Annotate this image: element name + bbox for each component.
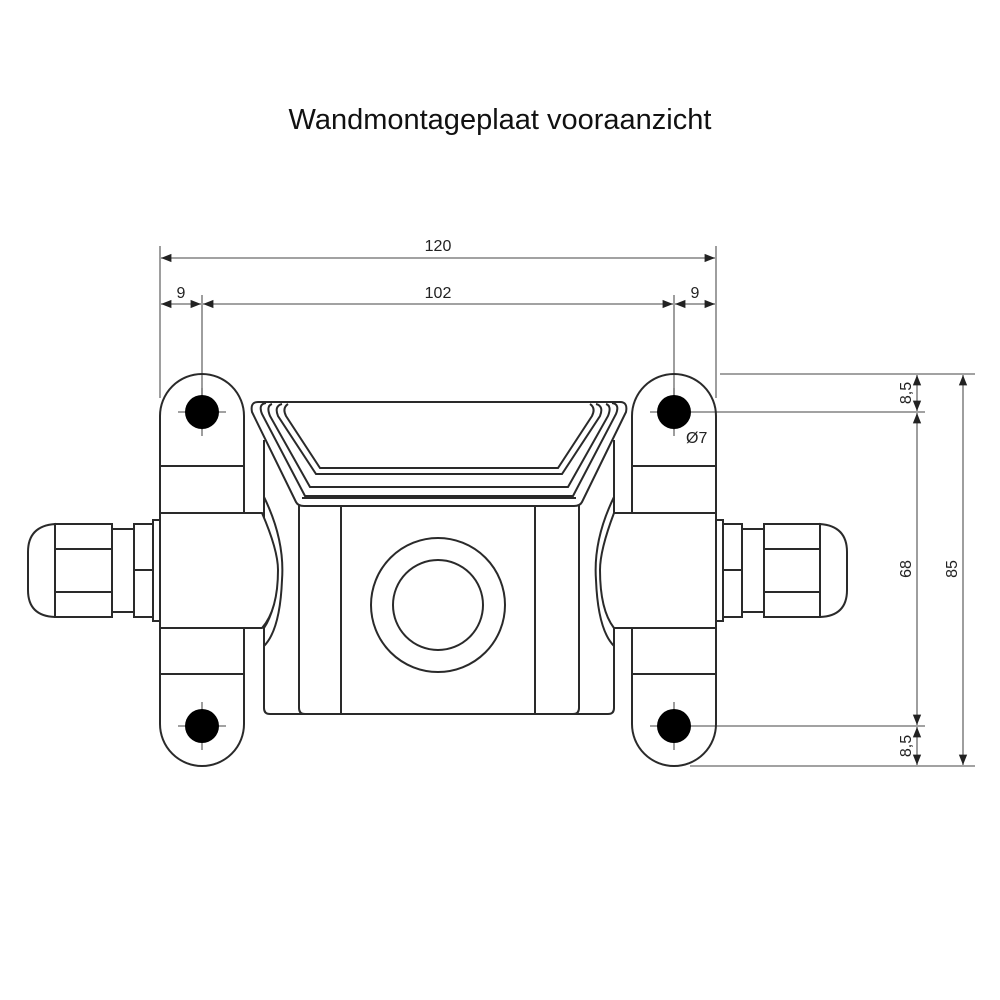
hole-bottom-left — [178, 702, 226, 750]
right-cable-gland — [715, 519, 848, 622]
drawing-title: Wandmontageplaat vooraanzicht — [288, 104, 712, 136]
dimension-hole-spacing-width: 102 — [425, 285, 452, 302]
dimension-overall-height: 85 — [944, 560, 961, 578]
hole-bottom-right — [650, 702, 691, 750]
dimension-top-offset: 8,5 — [898, 382, 915, 404]
dimension-right-offset: 9 — [691, 285, 700, 302]
dimension-overall-width: 120 — [425, 238, 452, 255]
right-mounting-ear — [631, 373, 717, 767]
vertical-dimensions — [690, 373, 975, 767]
right-side-block — [598, 512, 717, 629]
hole-diameter-label: Ø7 — [686, 430, 707, 447]
hole-top-left — [178, 388, 226, 436]
left-side-block — [159, 512, 280, 629]
dimension-left-offset: 9 — [177, 285, 186, 302]
left-mounting-ear — [159, 373, 245, 767]
mounting-holes — [178, 388, 691, 750]
hole-top-right — [650, 388, 691, 436]
enclosure-lid — [250, 401, 628, 507]
left-cable-gland — [27, 519, 161, 622]
dimension-bottom-offset: 8,5 — [898, 735, 915, 757]
horizontal-dimensions — [159, 246, 717, 430]
dimension-hole-spacing-height: 68 — [898, 560, 915, 578]
